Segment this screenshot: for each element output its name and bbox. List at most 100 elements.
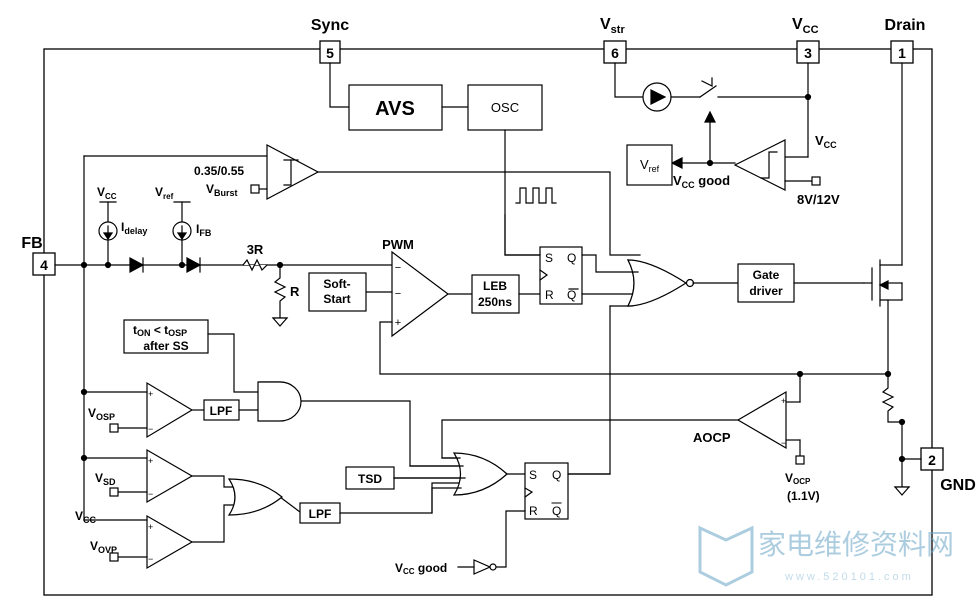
aocp-label: AOCP: [693, 430, 731, 445]
pin-vstr-sub: str: [611, 24, 626, 36]
svg-text:tON < tOSP: tON < tOSP: [133, 323, 187, 338]
fb-network: [54, 201, 393, 327]
avs-label: AVS: [375, 98, 415, 120]
svg-text:VBurst: VBurst: [206, 182, 238, 198]
svg-text:+: +: [781, 396, 786, 406]
pin-vstr-label: V: [600, 16, 611, 33]
pin-fb-label: FB: [21, 235, 42, 252]
svg-text:−: −: [148, 489, 153, 499]
pwm-label: PWM: [382, 237, 414, 252]
pwm-comparator: [391, 250, 449, 338]
sense-resistor: [881, 373, 903, 423]
aocp-comparator: [736, 390, 787, 450]
svg-text:−: −: [148, 424, 153, 434]
svg-text:Vref: Vref: [155, 185, 174, 201]
ton-tosp-line2: after SS: [143, 339, 188, 353]
avs-osc-section: [329, 62, 557, 256]
pin-vstr: 6 Vstr: [600, 16, 627, 64]
svg-text:VCC: VCC: [792, 16, 819, 36]
svg-text:VOVP: VOVP: [90, 539, 117, 555]
resistor-3r-label: 3R: [247, 242, 264, 257]
burst-section: [83, 144, 641, 521]
svg-text:VCC: VCC: [97, 185, 117, 201]
tsd-label: TSD: [358, 472, 382, 486]
svg-text:IFB: IFB: [196, 222, 212, 238]
pin-vcc: 3 VCC: [792, 16, 820, 64]
pwm-section: [308, 246, 889, 475]
svg-text:VCC: VCC: [75, 509, 97, 525]
diode-2: [186, 256, 202, 274]
gate-driver-label-1: Gate: [753, 268, 780, 282]
pin-gnd-number: 2: [928, 452, 936, 468]
chip-outline: [43, 48, 933, 596]
gate-driver-block: [737, 263, 795, 303]
svg-text:VCC: VCC: [815, 133, 837, 150]
pin-drain: 1 Drain: [885, 17, 926, 64]
watermark-text: 家电维修资料网: [758, 529, 954, 560]
burst-threshold: 0.35/0.55: [194, 164, 244, 178]
uvlo-label: 8V/12V: [797, 192, 840, 207]
leb-label-2: 250ns: [478, 295, 512, 309]
svg-text:Idelay: Idelay: [121, 220, 147, 236]
startup-switch: [699, 85, 717, 98]
svg-text:Vref: Vref: [640, 157, 660, 174]
svg-text:VCC good: VCC good: [673, 173, 730, 190]
svg-text:Vstr: Vstr: [600, 16, 625, 36]
diode-1: [129, 256, 145, 274]
watermark-logo: [698, 525, 754, 587]
svg-text:S: S: [545, 251, 553, 265]
ovp-comparator: [146, 514, 194, 570]
power-mosfet: [785, 62, 922, 496]
svg-text:−: −: [395, 262, 401, 274]
osc-waveform: [515, 187, 557, 204]
pin-vcc-number: 3: [804, 45, 812, 61]
svg-text:VCC good: VCC good: [395, 561, 447, 576]
pin-vstr-number: 6: [611, 45, 619, 61]
gate-driver-label-2: driver: [749, 284, 783, 298]
burst-comparator: [266, 144, 320, 200]
flip-flop-lower: [524, 462, 569, 520]
osp-comparator: [146, 381, 194, 439]
pin-gnd: 2 GND: [920, 447, 976, 494]
resistor-3r: [242, 258, 268, 272]
svg-text:R: R: [545, 288, 554, 302]
svg-text:+: +: [395, 317, 401, 329]
osc-label: OSC: [491, 100, 519, 115]
svg-text:Q: Q: [567, 288, 576, 302]
svg-text:+: +: [148, 389, 153, 399]
lpf-lower-label: LPF: [309, 507, 332, 521]
vocp-value: (1.1V): [787, 489, 820, 503]
ton-tosp-block: [123, 319, 209, 354]
uvlo-comparator: [733, 139, 786, 191]
leb-block: [471, 274, 520, 314]
soft-start-label-1: Soft-: [323, 277, 350, 291]
svg-text:S: S: [529, 468, 537, 482]
svg-text:−: −: [148, 554, 153, 564]
svg-text:Q: Q: [567, 251, 576, 265]
pin-sync-number: 5: [326, 45, 334, 61]
protection-section: [80, 319, 611, 575]
svg-text:+: +: [148, 456, 153, 466]
pin-fb-number: 4: [40, 257, 48, 273]
svg-text:Q: Q: [552, 504, 561, 518]
svg-text:−: −: [395, 288, 401, 300]
pin-gnd-label: GND: [940, 477, 976, 494]
pin-vcc-sub: CC: [803, 24, 819, 36]
sd-comparator: [146, 448, 194, 504]
watermark: 家电维修资料网 www.520101.com: [698, 525, 954, 587]
svg-text:VOCP: VOCP: [785, 471, 811, 486]
resistor-r-label: R: [290, 284, 300, 299]
pin-sync-label: Sync: [311, 17, 349, 34]
pin-sync: 5 Sync: [311, 17, 349, 64]
pin-vcc-label: V: [792, 16, 803, 33]
svg-text:VSD: VSD: [95, 471, 116, 487]
lpf-upper-label: LPF: [210, 404, 233, 418]
pin-drain-label: Drain: [885, 17, 926, 34]
svg-text:+: +: [148, 522, 153, 532]
resistor-r: [273, 264, 287, 319]
svg-text:VOSP: VOSP: [88, 406, 115, 422]
vref-block: [626, 144, 673, 186]
soft-start-label-2: Start: [323, 292, 350, 306]
startup-section: [614, 62, 821, 191]
